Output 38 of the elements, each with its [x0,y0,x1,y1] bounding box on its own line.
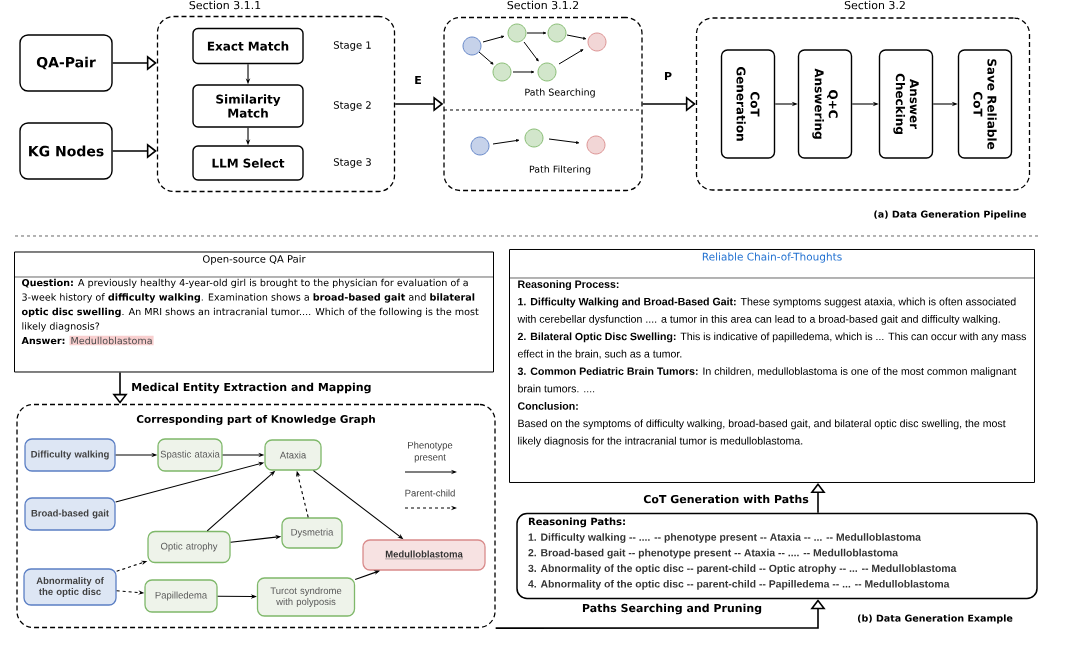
entity-box: Ataxia [264,439,322,471]
input-box: QA-Pair [19,34,113,92]
answer-card: Reliable Chain-of-Thoughts Reasoning Process: 1. Difficulty Walking and Broad-Based Gait: These symptoms suggest ataxia, which is often associated with cerebellar dysfunction .... a tumor in this area can lead to a broad-based gait and difficulty walking. 2. Bilateral Optic Disc Swelling: This is indicative of papilledema, which is ... This can occur with any mass effect in the brain, such as a tumor. 3. Common Pediatric Brain Tumors: In children, medulloblastoma is one of the most common malignant brain tumors. .... Conclusion: Based on the symptoms of difficulty walking, broad-based gait, and bilateral optic disc swelling, the most likely diagnosis for the intracranial tumor is medulloblastoma. [509,249,1035,483]
process-box: Answer Checking [878,49,934,159]
entity-box: Broad-based gait [24,497,116,531]
entity-box: Medulloblastoma [362,539,486,571]
entity-box: Abnormality of the optic disc [23,568,117,606]
process-box: LLM Select [192,145,304,181]
process-box: Exact Match [192,27,304,65]
entity-box: Papilledema [144,579,218,613]
section-heading: Section 3.1.2 [507,0,579,10]
stage-label: Stage 2 [333,101,371,111]
entity-box: Dysmetria [281,517,343,549]
process-box: Save Reliable CoT [957,49,1013,159]
process-box: Similarity Match [192,84,304,128]
edge-label: Medical Entity Extraction and Mapping [130,381,373,395]
entity-box: Spastic ataxia [157,438,223,472]
figure-caption: (b) Data Generation Example [857,614,1013,624]
edge-label: CoT Generation with Paths [642,493,810,505]
input-box: KG Nodes [19,122,113,180]
figure-caption: (a) Data Generation Pipeline [874,210,1027,220]
entity-box: Difficulty walking [24,438,116,472]
question-card: Open-source QA Pair Question: A previously healthy 4-year-old girl is brought to the physician for evaluation of a 3-week history of difficulty walking. Examination shows a broad-based gait and bilateral optic disc swelling. An MRI shows an intracranial tumor.... Which of the following is the most likely diagnosis? Answer: Medulloblastoma [14,251,494,373]
section-heading: Section 3.2 [844,0,905,10]
section-heading: Corresponding part of Knowledge Graph [136,414,375,426]
edge-label: Paths Searching and Pruning [580,602,764,616]
paths-box: Reasoning Paths: 1. Difficulty walking -- .... -- phenotype present -- Ataxia -- ... -- Medulloblastoma 2. Broad-based gait -- phenotype present -- Ataxia -- .... -- Medulloblastoma 3. Abnormality of the optic disc -- parent-child -- Optic atrophy -- ... -- Medulloblastoma 4. Abnormality of the optic disc -- parent-child -- Papilledema -- ... -- Medulloblastoma [516,512,1038,600]
entity-box: Turcot syndrome with polyposis [256,577,356,617]
edge-label: E [413,75,423,85]
entity-box: Optic atrophy [147,530,231,564]
section-heading: Section 3.1.1 [189,0,261,10]
panel-caption: Path Searching [525,88,595,98]
stage-label: Stage 3 [333,158,371,168]
process-box: Q+C Answering [797,49,853,159]
panel-caption: Path Filtering [529,165,591,175]
process-box: CoT Generation [720,49,776,159]
stage-label: Stage 1 [333,41,371,51]
edge-label: P [662,71,674,81]
